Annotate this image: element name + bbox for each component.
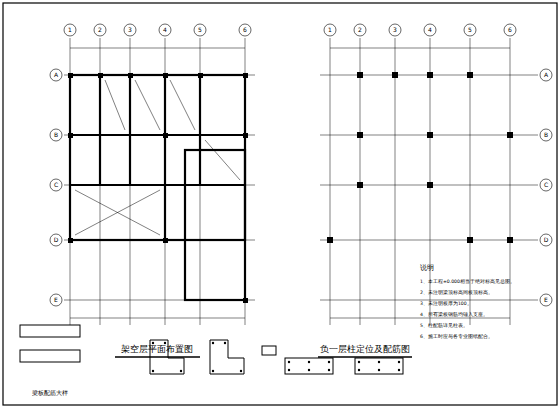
note-text: 4、所有梁板钢筋均锚入支座。 (420, 313, 488, 318)
axis-label: 1 (68, 27, 72, 33)
axis-label: D (544, 237, 549, 243)
note-text: 1、本工程±0.000相当于绝对标高见总图。 (420, 280, 515, 285)
axis-label: A (54, 72, 58, 78)
axis-label: 4 (163, 27, 167, 33)
axis-label: 3 (128, 27, 132, 33)
axis-label: E (544, 297, 548, 303)
view-title: 负一层柱定位及配筋图 (320, 345, 410, 354)
note-text: 6、施工时应与各专业图纸配合。 (420, 335, 493, 340)
axis-label: 5 (198, 27, 202, 33)
axis-label: C (544, 182, 548, 188)
axis-label: 5 (468, 27, 472, 33)
axis-label: 6 (243, 27, 247, 33)
axis-label: 2 (98, 27, 102, 33)
note-text: 说明 (420, 265, 434, 272)
note-text: 3、未注明板厚为100。 (420, 302, 472, 307)
view-title: 架空层平面布置图 (121, 345, 193, 354)
axis-label: 1 (328, 27, 332, 33)
axis-label: D (54, 237, 59, 243)
axis-label: 3 (393, 27, 397, 33)
axis-label: A (544, 72, 548, 78)
axis-label: E (54, 297, 58, 303)
note-text: 2、未注明梁顶标高同板顶标高。 (420, 291, 493, 296)
note-text: 5、柱配筋详见柱表。 (420, 324, 468, 329)
axis-label: 4 (428, 27, 432, 33)
axis-label: 6 (508, 27, 512, 33)
axis-label: B (54, 132, 58, 138)
detail-title: 梁板配筋大样 (32, 390, 68, 396)
axis-label: 2 (358, 27, 362, 33)
axis-label: C (54, 182, 58, 188)
axis-label: B (544, 132, 548, 138)
